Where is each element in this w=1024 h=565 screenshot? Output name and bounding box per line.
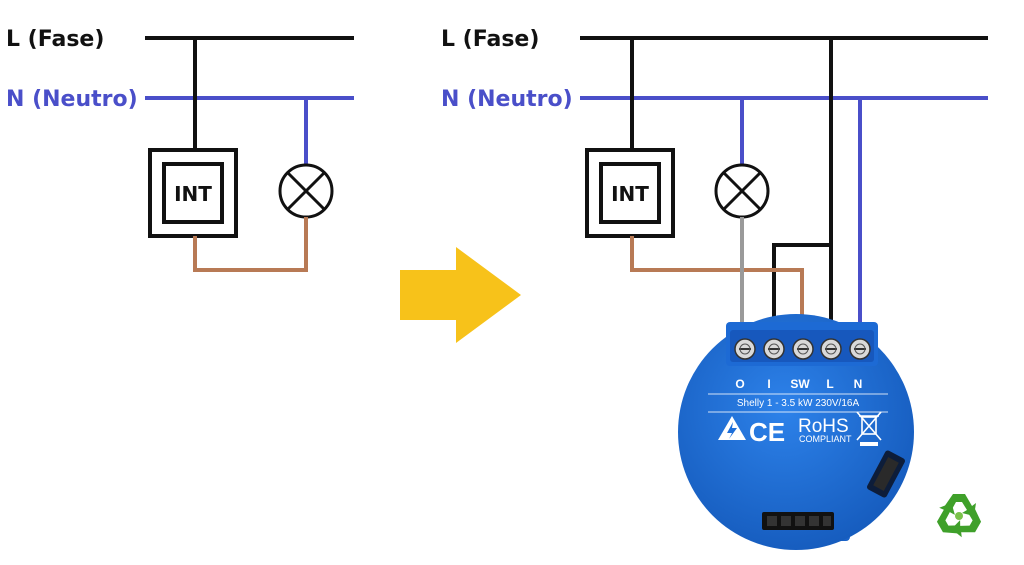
terminal-screws [734,338,871,360]
right-switch: INT [585,148,675,238]
crossed-bin-icon [856,411,882,446]
ce-mark: CE [749,417,785,447]
lamp-icon [278,163,334,219]
left-diagram: L (Fase) N (Neutro) INT [6,27,354,272]
right-jumper-l-i [772,243,831,335]
recycle-icon [936,494,982,538]
right-neutral-label: N (Neutro) [441,87,573,112]
left-switch: INT [148,148,238,238]
arrow-right-icon [400,247,521,343]
left-neutral-label: N (Neutro) [6,87,138,112]
device-model: Shelly 1 - 3.5 kW 230V/16A [737,398,860,409]
terminal-label-i: I [767,377,770,391]
lamp-icon [714,163,770,219]
right-diagram: L (Fase) N (Neutro) INT [441,27,988,550]
terminal-label-n: N [854,377,863,391]
terminal-label-o: O [735,377,744,391]
right-phase-label: L (Fase) [441,27,539,52]
right-switch-label: INT [611,182,649,206]
right-switch-wire [630,236,804,335]
bottom-connector [762,512,834,530]
left-phase-label: L (Fase) [6,27,104,52]
left-switch-wire [193,217,308,272]
rohs-compliant: COMPLIANT [799,434,852,444]
terminal-label-sw: SW [790,377,810,391]
terminal-label-l: L [826,377,833,391]
shelly-device: O I SW L N Shelly 1 - 3.5 kW 230V/16A CE… [678,314,914,550]
left-switch-label: INT [174,182,212,206]
rohs-mark: RoHS [798,416,849,437]
side-connector [867,450,905,498]
warning-triangle-icon [718,416,746,440]
